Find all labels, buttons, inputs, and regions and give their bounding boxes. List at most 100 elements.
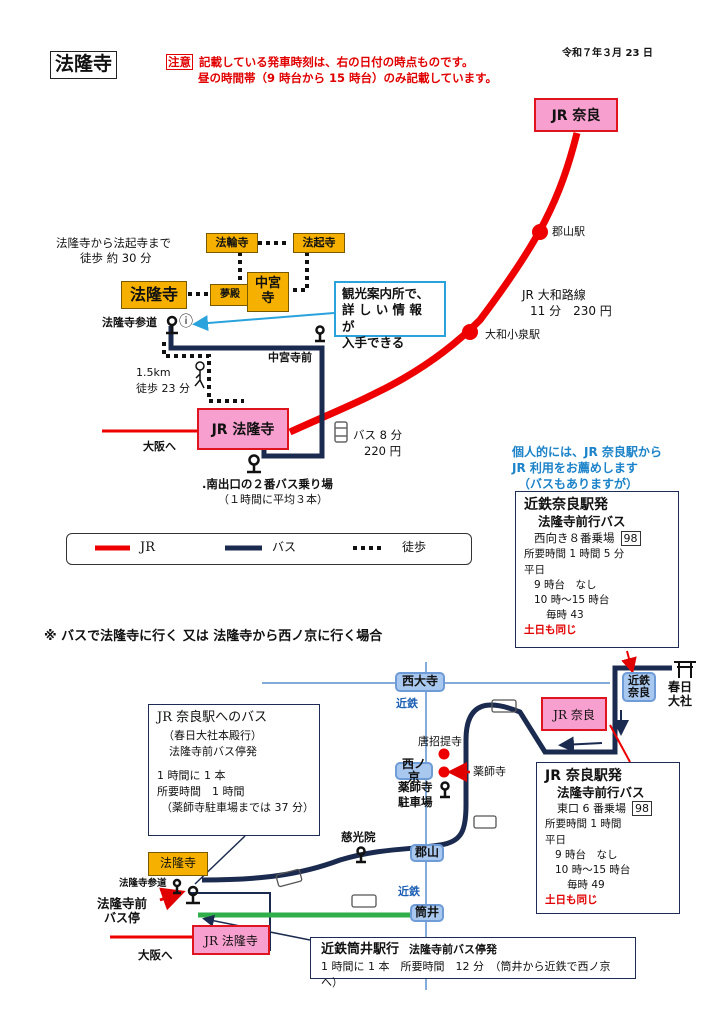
temple-yumedono: 夢殿 [210,284,250,306]
bus-stop-pin-jikoin [356,846,366,864]
jr-nara-station: JR 奈良 [534,98,618,132]
jr-line-top [288,132,581,436]
yamato-koizumi-station-dot [462,324,478,340]
panel-title-row: 近鉄筒井駅行法隆寺前バス停発 [321,942,498,957]
notice-line1: 記載している発車時刻は、右の日付の時点ものです。 [199,55,474,69]
notice-line2: 昼の時間帯（9 時台から 15 時台）のみ記載しています。 [198,71,498,86]
horyuji-sando-bottom-label: 法隆寺参道 [119,878,167,889]
kintetsu-label-2: 近鉄 [398,885,420,898]
walk-distance: 1.5km [136,366,171,379]
panel-title: JR 奈良駅へのバス [157,710,268,725]
panel-hours: 10 時～15 時台 [534,594,610,607]
legend-bus-label: バス [272,540,297,554]
panel-note: （薬師寺駐車場までは 37 分） [161,800,314,814]
panel-weekend: 土日も同じ [545,894,598,907]
jr-nara-bus-panel-connector [194,835,246,885]
panel-title: JR 奈良駅発 [545,768,622,784]
info-icon: ⓘ [179,314,193,330]
walk-note-line2: 徒歩 約 30 分 [80,251,152,265]
bus-route-top [168,326,325,459]
panel-minutes: 毎時 43 [546,609,584,622]
bus-fare: 220 円 [364,444,402,458]
jr-line-time-fare: 11 分 230 円 [530,304,612,318]
station-tsutsui: 筒井 [410,904,444,922]
bus-stop-pin-yakushiji [440,781,450,799]
panel-title: 近鉄奈良駅発 [524,497,608,513]
recommendation-line2: JR 利用をお薦めします [512,461,638,476]
south-exit-freq: （１時間に平均３本） [218,493,328,506]
date: 令和７年３月 23 日 [562,48,653,59]
chuguji-mae-label: 中宮寺前 [268,351,312,364]
panel-subtitle: 法隆寺前行バス [557,785,645,801]
panel-weekday: 平日 [545,833,566,846]
temple-horyuji: 法隆寺 [121,281,187,309]
notice: 注意記載している発車時刻は、右の日付の時点ものです。 昼の時間帯（9 時台から … [166,54,497,86]
jr-horyuji-station-bottom: JR 法隆寺 [192,925,270,955]
walk-note-line1: 法隆寺から法起寺まで [56,236,171,250]
bus-icon-top [334,421,348,443]
station-saidaiji: 西大寺 [395,672,445,692]
panel-line2: 1 時間に 1 本 所要時間 12 分 （筒井から近鉄で西ノ京へ） [321,960,611,989]
recommendation-note: 個人的には、JR 奈良駅から JR 利用をお薦めします （バスもありますが） [512,444,662,493]
bus-stop-pin-chuguji [315,325,325,343]
info-line1: 観光案内所で、 [342,286,430,301]
koriyama-station-label: 郡山駅 [552,225,585,238]
yakushiji-parking-line2: 駐車場 [398,795,433,809]
recommendation-line1: 個人的には、JR 奈良駅から [512,445,662,459]
left-arrow-jr-nara [558,736,603,753]
bus-time: バス 8 分 [353,428,403,442]
jr-nara-bus-panel: JR 奈良駅へのバス （春日大社本殿行） 法隆寺前バス停発 1 時間に 1 本 … [148,704,320,836]
torii-icon [674,661,696,678]
horyuji-sando-label: 法隆寺参道 [102,316,157,329]
panel-subtitle: 法隆寺前行バス [538,514,626,530]
panel-hours: 10 時～15 時台 [555,864,631,877]
to-osaka-bottom: 大阪へ [138,948,173,962]
kasuga-taisha-label: 春日 大社 [668,680,693,709]
yakushiji-dot [438,766,450,778]
station-nishinokyo: 西ノ京 [395,757,433,784]
panel-duration: 所要時間 1 時間 5 分 [524,548,625,561]
panel-weekday: 平日 [524,563,545,576]
legend [66,533,472,565]
walk-paths-top [162,241,309,403]
south-exit-stop: .南出口の２番バス乗り場 [202,477,333,491]
toshodaiji-dot [438,748,450,760]
temple-chuguji: 中宮寺 [247,272,289,312]
notice-tag: 注意 [166,54,193,70]
temple-horyuji-bottom: 法隆寺 [148,852,208,876]
temple-hokiji: 法起寺 [293,233,345,253]
walk-time: 徒歩 23 分 [136,382,190,395]
jr-line-name: JR 大和路線 [522,288,586,302]
recommendation-line3: （バスもありますが） [518,477,639,492]
station-kintetsu-nara: 近鉄奈良 [622,672,656,702]
section2-title: ※ バスで法隆寺に行く 又は 法隆寺から西ノ京に行く場合 [44,629,383,644]
info-line3: 入手できる [342,334,405,350]
jr-nara-station-bottom: JR 奈良 [541,697,607,731]
panel-hour9: 9 時台 なし [534,578,597,591]
station-koriyama: 郡山 [410,844,444,862]
legend-walk-label: 徒歩 [402,540,427,554]
panel-duration: 所要時間 1 時間 [157,784,245,798]
jr-horyuji-station: JR 法隆寺 [197,408,289,450]
toshodaiji-label: 唐招提寺 [418,735,462,748]
page-title: 法隆寺 [50,51,118,79]
route-number-badge: 98 [632,801,652,817]
panel-freq: 1 時間に 1 本 [157,768,226,782]
bus-stop-pin-south-exit [247,454,261,474]
kintetsu-label-1: 近鉄 [396,697,418,710]
yakushiji-parking-line1: 薬師寺 [398,780,433,794]
panel-duration: 所要時間 1 時間 [545,818,622,831]
info-arrow [192,312,335,332]
panel-weekend: 土日も同じ [524,624,577,637]
bus-icon-4 [491,699,517,713]
walker-icon [194,361,205,389]
bus-icon-3 [473,815,497,829]
temple-horinji: 法輪寺 [206,233,258,253]
horyuji-mae-line1: 法隆寺前 [97,896,148,911]
koriyama-station-dot [532,224,548,240]
bus-stop-pin-sando [166,315,178,335]
panel-line2: （春日大社本殿行） [163,728,262,742]
